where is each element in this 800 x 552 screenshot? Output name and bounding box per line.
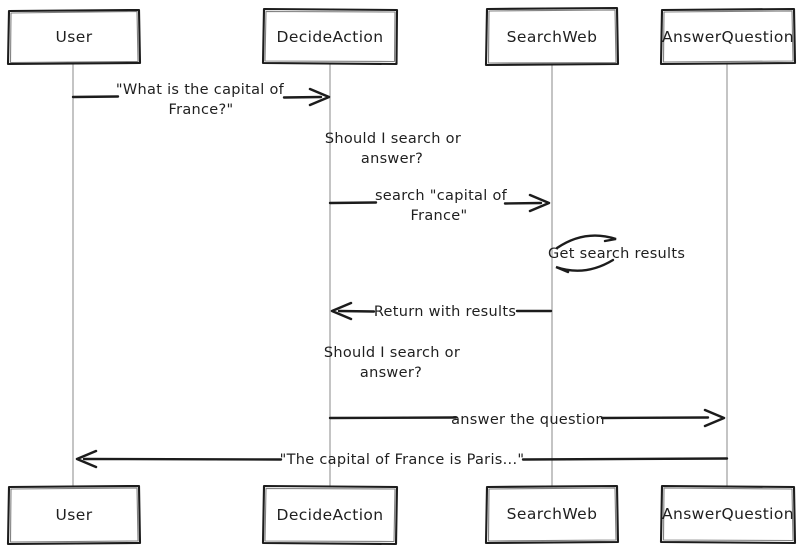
actor-bottom-searchweb: SearchWeb: [484, 484, 620, 545]
actor-bottom-decideaction: DecideAction: [261, 484, 399, 546]
message-answer-line-right: [600, 416, 710, 420]
note1-label-line1: Should I search or: [325, 131, 461, 147]
message-answer-line-left: [328, 416, 458, 420]
actor-label-searchweb-top: SearchWeb: [507, 28, 598, 46]
arrowhead-search-right: [528, 193, 551, 213]
actor-top-searchweb: SearchWeb: [484, 6, 620, 67]
actor-label-searchweb-bottom: SearchWeb: [507, 505, 598, 523]
arrowhead-reply-left: [75, 449, 98, 469]
actor-box-user-bottom-sketch: [9, 487, 139, 543]
message-search-label-line2: France": [411, 208, 468, 224]
actor-box-user-top: [6, 8, 142, 66]
actor-box-searchweb-bottom-sketch: [487, 487, 617, 542]
actor-box-decideaction-top: [261, 7, 399, 66]
note1-label-line2: answer?: [361, 151, 423, 167]
actor-box-searchweb-top-sketch: [487, 9, 617, 64]
actor-box-answerquestion-bottom: [659, 484, 797, 545]
message-reply-line-left: [82, 457, 283, 461]
actor-box-decideaction-bottom: [261, 484, 399, 546]
actor-label-decideaction-top: DecideAction: [276, 28, 383, 46]
arrowhead-return-left: [330, 301, 353, 321]
self-loop-arc-top: [555, 234, 617, 250]
message-search-line-left: [328, 201, 378, 205]
message-ask-label-line1: "What is the capital of: [116, 82, 285, 98]
note2-label-line1: Should I search or: [324, 345, 460, 361]
actor-box-decideaction-bottom-sketch: [264, 487, 396, 543]
message-return-line-left: [337, 309, 376, 313]
message-reply-label: "The capital of France is Paris...": [280, 452, 525, 468]
actor-bottom-answerquestion: AnswerQuestion: [659, 484, 797, 545]
actor-label-user-top: User: [56, 28, 93, 46]
self-loop-arc-bottom: [555, 258, 615, 274]
actor-box-answerquestion-top: [659, 7, 797, 66]
actor-label-decideaction-bottom: DecideAction: [276, 506, 383, 524]
message-reply-line-right: [521, 457, 729, 461]
message-answer-label: answer the question: [451, 412, 605, 428]
actor-box-searchweb-top: [484, 6, 620, 67]
actor-top-decideaction: DecideAction: [261, 7, 399, 66]
actor-bottom-user: User: [6, 484, 142, 546]
message-return-label: Return with results: [374, 304, 516, 320]
actor-box-searchweb-bottom: [484, 484, 620, 545]
message-search-line-right: [503, 201, 543, 205]
message-ask-label-line2: France?": [169, 102, 234, 118]
message-ask-line-right: [282, 95, 323, 99]
arrowhead-answer-right: [703, 408, 726, 428]
arrowhead-ask-right: [308, 87, 331, 107]
actor-box-answerquestion-bottom-sketch: [662, 487, 794, 542]
actor-label-user-bottom: User: [56, 506, 93, 524]
actor-top-answerquestion: AnswerQuestion: [659, 7, 797, 66]
actor-label-answerquestion-bottom: AnswerQuestion: [662, 505, 794, 523]
self-loop-label: Get search results: [548, 246, 685, 262]
actor-label-answerquestion-top: AnswerQuestion: [662, 28, 794, 46]
actor-box-user-top-sketch: [9, 10, 139, 64]
message-search-label-line1: search "capital of: [375, 188, 508, 204]
actor-box-user-bottom: [6, 484, 142, 546]
note2-label-line2: answer?: [360, 365, 422, 381]
message-ask-line-left: [71, 95, 120, 99]
actor-box-answerquestion-top-sketch: [662, 10, 794, 63]
actor-box-decideaction-top-sketch: [264, 10, 396, 63]
actor-top-user: User: [6, 8, 142, 66]
